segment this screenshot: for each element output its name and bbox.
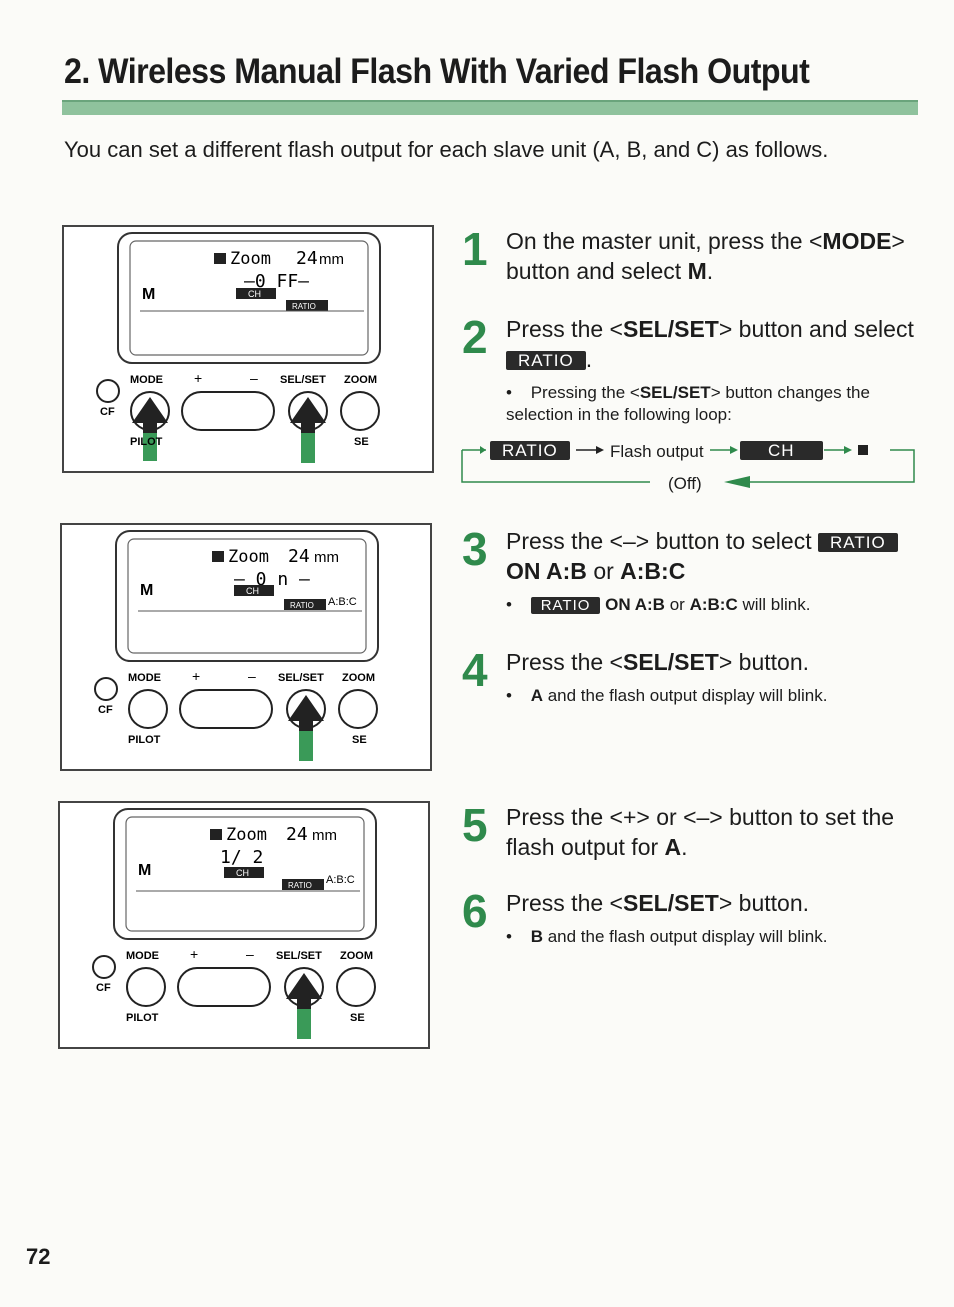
lcd-zoom: Zoom <box>230 249 271 269</box>
svg-text:SE: SE <box>352 734 367 746</box>
svg-text:CF: CF <box>96 982 111 994</box>
svg-text:Zoom: Zoom <box>226 825 267 845</box>
svg-text:RATIO: RATIO <box>290 601 314 610</box>
svg-text:M: M <box>142 286 155 303</box>
svg-text:+: + <box>192 668 200 684</box>
svg-text:SEL/SET: SEL/SET <box>276 950 322 962</box>
loop-ch: CH <box>740 441 823 460</box>
svg-text:CF: CF <box>100 406 115 418</box>
svg-text:A:B:C: A:B:C <box>328 596 357 608</box>
svg-text:SE: SE <box>354 436 369 448</box>
step-number: 1 <box>462 223 488 275</box>
svg-text:RATIO: RATIO <box>288 881 312 890</box>
svg-text:1/ 2: 1/ 2 <box>220 847 263 868</box>
flash-panel-1: Zoom 24 mm –0 FF– M CH RATIO MODE + – SE… <box>62 225 434 473</box>
svg-text:MODE: MODE <box>128 672 161 684</box>
step-3-note: RATIO ON A:B or A:B:C will blink. <box>506 594 922 616</box>
page-title: 2. Wireless Manual Flash With Varied Fla… <box>64 52 810 91</box>
step-number: 6 <box>462 885 488 937</box>
step-1: 1 On the master unit, press the <MODE> b… <box>462 223 905 284</box>
svg-text:–: – <box>248 668 256 684</box>
page-number: 72 <box>26 1244 51 1269</box>
svg-text:PILOT: PILOT <box>126 1012 159 1024</box>
svg-text:24: 24 <box>286 824 308 845</box>
svg-text:SE: SE <box>350 1012 365 1024</box>
svg-text:A:B:C: A:B:C <box>326 874 355 886</box>
svg-text:–: – <box>250 370 258 386</box>
step-2: 2 Press the <SEL/SET> button and select … <box>462 311 922 426</box>
step-4: 4 Press the <SEL/SET> button. A and the … <box>462 644 922 707</box>
title-rule <box>62 100 918 115</box>
svg-text:MODE: MODE <box>130 374 163 386</box>
loop-ratio: RATIO <box>490 441 570 460</box>
svg-text:+: + <box>194 370 202 386</box>
ratio-tag: RATIO <box>817 533 898 553</box>
step-6-note: B and the flash output display will blin… <box>506 926 922 948</box>
flash-unit-illustration-3: Zoom 24 mm 1/ 2 M CH RATIO A:B:C MODE + … <box>92 808 377 1039</box>
svg-text:SEL/SET: SEL/SET <box>278 672 324 684</box>
step-number: 4 <box>462 644 488 696</box>
step-number: 3 <box>462 523 488 575</box>
loop-off: (Off) <box>668 474 702 493</box>
flash-unit-illustration-1: Zoom 24 mm –0 FF– M CH RATIO MODE + – SE… <box>96 232 381 463</box>
svg-text:–: – <box>246 946 254 962</box>
step-4-note: A and the flash output display will blin… <box>506 685 922 707</box>
svg-text:– 0 n –: – 0 n – <box>234 569 310 590</box>
step-number: 5 <box>462 799 488 851</box>
step-6: 6 Press the <SEL/SET> button. B and the … <box>462 885 922 948</box>
step-5: 5 Press the <+> or <–> button to set the… <box>462 799 895 860</box>
loop-flash-output: Flash output <box>610 442 704 461</box>
svg-text:MODE: MODE <box>126 950 159 962</box>
step-number: 2 <box>462 311 488 363</box>
intro-text: You can set a different flash output for… <box>64 137 829 162</box>
svg-text:CF: CF <box>98 704 113 716</box>
flash-unit-illustration-2: Zoom 24 mm – 0 n – M CH RATIO A:B:C MODE… <box>94 530 379 761</box>
svg-text:PILOT: PILOT <box>128 734 161 746</box>
svg-text:ZOOM: ZOOM <box>344 374 377 386</box>
svg-text:CH: CH <box>248 289 261 299</box>
svg-text:CH: CH <box>236 868 249 878</box>
svg-text:24: 24 <box>288 546 310 567</box>
svg-text:mm: mm <box>319 251 344 268</box>
svg-text:24: 24 <box>296 248 318 269</box>
svg-text:ZOOM: ZOOM <box>342 672 375 684</box>
step-3: 3 Press the <–> button to select RATIO O… <box>462 523 922 616</box>
svg-text:Zoom: Zoom <box>228 547 269 567</box>
svg-text:PILOT: PILOT <box>130 436 163 448</box>
step-2-note: Pressing the <SEL/SET> button changes th… <box>506 382 922 426</box>
flash-panel-2: Zoom 24 mm – 0 n – M CH RATIO A:B:C MODE… <box>60 523 432 771</box>
svg-text:ZOOM: ZOOM <box>340 950 373 962</box>
svg-text:mm: mm <box>314 549 339 566</box>
svg-text:SEL/SET: SEL/SET <box>280 374 326 386</box>
svg-text:M: M <box>138 862 151 879</box>
svg-text:–0 FF–: –0 FF– <box>244 271 309 292</box>
svg-text:mm: mm <box>312 827 337 844</box>
flash-panel-3: Zoom 24 mm 1/ 2 M CH RATIO A:B:C MODE + … <box>58 801 430 1049</box>
svg-text:RATIO: RATIO <box>292 302 316 311</box>
ratio-tag: RATIO <box>506 351 586 371</box>
selection-loop-diagram: RATIO Flash output CH (Off) <box>460 438 916 493</box>
svg-text:CH: CH <box>246 586 259 596</box>
svg-text:M: M <box>140 582 153 599</box>
svg-text:+: + <box>190 946 198 962</box>
